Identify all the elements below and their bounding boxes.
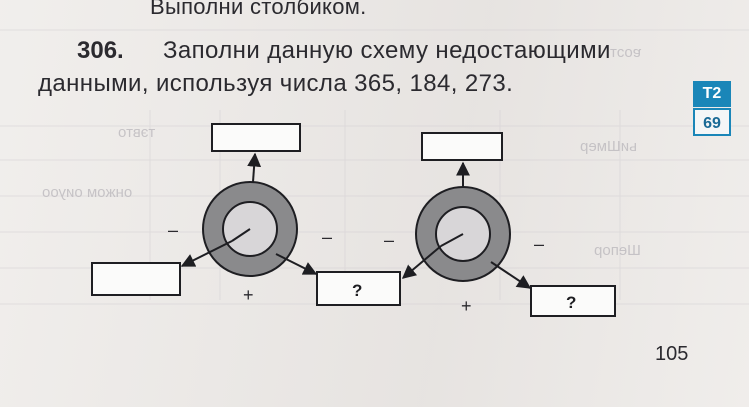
right-down-right-arrow (490, 261, 532, 289)
left-bottom-answer-box[interactable] (91, 262, 181, 296)
right-question-mark: ? (566, 293, 576, 312)
left-up-arrow (247, 152, 262, 183)
left-down-left-arrow (180, 240, 233, 267)
middle-question-mark: ? (352, 281, 362, 300)
right-wheel (415, 186, 511, 282)
left-right-minus-sign: – (322, 227, 332, 247)
left-plus-sign: + (243, 285, 254, 305)
left-top-answer-box[interactable] (211, 123, 301, 152)
right-top-answer-box[interactable] (421, 132, 503, 161)
page-number: 105 (655, 343, 689, 365)
right-right-minus-sign: – (534, 234, 544, 254)
task-text-line-1: Заполни данную схему недостающими (163, 37, 611, 64)
left-minus-sign: – (168, 220, 178, 240)
middle-answer-box[interactable] (316, 271, 401, 306)
right-plus-sign: + (461, 296, 472, 316)
previous-task-fragment: Выполни столбиком. (150, 0, 367, 20)
badge-page-ref: 69 (693, 108, 731, 136)
left-down-right-arrow (275, 253, 318, 275)
right-down-left-arrow (401, 245, 442, 279)
left-wheel (202, 181, 298, 277)
left-wheel-pointer (231, 228, 251, 242)
badge-notebook-label: Т2 (693, 81, 731, 107)
right-wheel-pointer (440, 233, 464, 247)
previous-task-text: Выполни столбиком. (150, 0, 367, 19)
right-left-minus-sign: – (384, 230, 394, 250)
right-answer-box[interactable] (530, 285, 616, 317)
task-number: 306. (77, 37, 124, 64)
task-text-line-2: данными, используя числа 365, 184, 273. (38, 70, 514, 97)
